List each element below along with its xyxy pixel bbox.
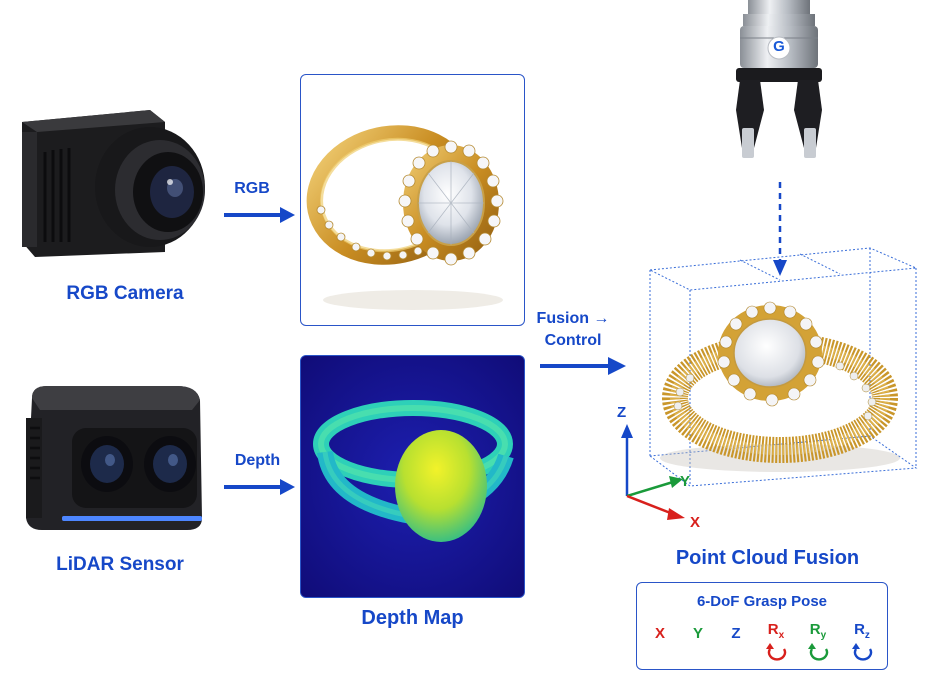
- axis-y-label: Y: [680, 473, 691, 490]
- robot-gripper-image: G: [718, 0, 840, 180]
- gold-ring-image: [306, 125, 504, 310]
- depth-arrow-label: Depth: [234, 452, 281, 469]
- point-cloud-fusion-label: Point Cloud Fusion: [675, 547, 860, 569]
- lidar-sensor-image: [12, 378, 212, 538]
- fusion-arrow-label: Fusion → Control: [528, 308, 618, 352]
- fusion-arrow: [540, 357, 626, 375]
- rgb-arrow: [224, 207, 295, 223]
- fusion-arrow-label-line2: Control: [544, 332, 602, 349]
- dof-rx-label: R: [767, 621, 779, 638]
- depth-arrow: [224, 479, 295, 495]
- lidar-sensor-label: LiDAR Sensor: [56, 554, 184, 575]
- dof-x: X: [654, 625, 665, 642]
- dof-rz: Rz: [847, 621, 877, 641]
- grasp-dashed-arrow: [773, 182, 787, 276]
- axis-z-label: Z: [617, 404, 627, 421]
- dof-z: Z: [731, 625, 741, 642]
- dof-rz-label: R: [854, 621, 865, 638]
- gripper-logo: G: [773, 38, 785, 55]
- dof-rx-sub: x: [778, 630, 785, 641]
- dof-ry: Ry: [803, 621, 833, 641]
- rgb-image-panel: [300, 74, 525, 326]
- dof-ry-label: R: [809, 621, 821, 638]
- axis-x-label: X: [690, 514, 701, 531]
- rotate-z-icon: [852, 643, 873, 661]
- dof-rx: Rx: [761, 621, 791, 641]
- xyz-axes: [621, 424, 685, 520]
- rgb-camera-label: RGB Camera: [66, 283, 184, 304]
- rotate-y-icon: [808, 643, 829, 661]
- grasp-pose-title: 6-DoF Grasp Pose: [696, 593, 828, 610]
- depth-map-panel: [300, 355, 525, 598]
- point-cloud-ring-image: [650, 288, 900, 488]
- dof-y: Y: [692, 625, 703, 642]
- dof-rz-sub: z: [864, 630, 870, 641]
- grasp-pose-box: 6-DoF Grasp Pose X Y Z Rx Ry Rz: [636, 582, 888, 670]
- rotate-x-icon: [766, 643, 787, 661]
- rgb-camera-image: [10, 92, 210, 267]
- dof-ry-sub: y: [820, 630, 827, 641]
- fusion-arrow-label-line1: Fusion →: [536, 310, 610, 327]
- depth-map-image: [301, 356, 524, 597]
- rgb-arrow-label: RGB: [234, 180, 270, 197]
- depth-map-label: Depth Map: [361, 607, 464, 629]
